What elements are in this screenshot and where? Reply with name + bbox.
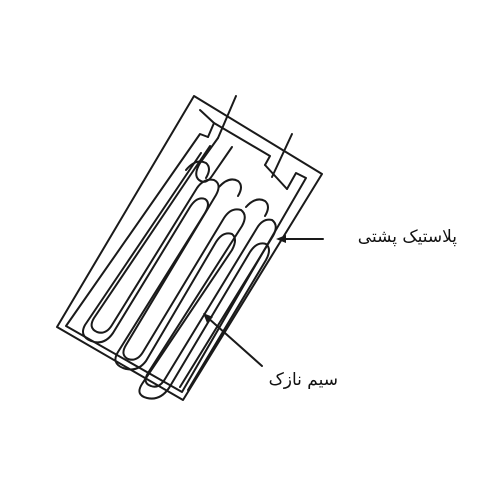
lead-wire-left [217,95,237,139]
wire-label: سیم نازک [268,370,338,390]
serpentine-wire-inner [82,152,270,400]
backing-inner-top-right [264,164,288,190]
serpentine-wire-strands [90,145,277,388]
serpentine-wire-upper-loops [185,160,269,217]
backing-outer-border [56,95,323,401]
backing-inner-border [65,133,307,393]
backing-inner-top-edge [207,122,271,166]
lead-wire-right [271,133,293,178]
backing-inner-top-left [199,109,215,124]
backing-label: پلاستیک پشتی [357,227,457,247]
wire-leader-line [206,316,263,367]
backing-arrow-head [276,235,286,243]
wire-arrow-head [203,313,213,323]
